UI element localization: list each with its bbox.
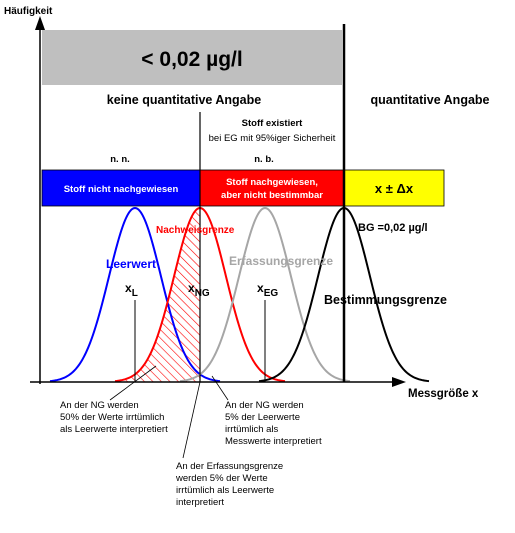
eg-curve (179, 206, 351, 383)
leerwert-label: Leerwert (106, 257, 156, 271)
note-eg-5-percent: An der Erfassungsgrenze werden 5% der We… (175, 461, 286, 508)
band-quantifiable-label: x ± Δx (375, 181, 414, 196)
x-axis-label: Messgröße x (408, 388, 479, 400)
note3-pointer (182, 381, 201, 459)
xng-marker: xNG (188, 281, 210, 299)
limit-banner (42, 30, 342, 85)
nn-label: n. n. (110, 154, 130, 165)
eg-label: Erfassungsgrenze (229, 254, 333, 268)
confidence-label: bei EG mit 95%iger Sicherheit (209, 133, 336, 144)
band-detected-label-1: Stoff nachgewiesen, (226, 177, 318, 188)
y-axis-label: Häufigkeit (4, 6, 53, 17)
note-ng-5-percent: An der NG werden 5% der Leerwerte irrtüm… (225, 400, 322, 447)
limit-banner-label: < 0,02 µg/l (141, 48, 242, 71)
xl-main: x (125, 281, 132, 295)
xeg-sub: EG (264, 288, 279, 299)
note1-pointer (109, 365, 157, 401)
substance-exists-label: Stoff existiert (242, 118, 304, 129)
note-ng-50-percent: An der NG werden 50% der Werte irrtümlic… (60, 400, 168, 435)
xeg-marker: xEG (257, 281, 278, 299)
band-not-detected-label: Stoff nicht nachgewiesen (64, 184, 179, 195)
note2-line: irrtümlich als (225, 424, 279, 435)
xl-marker: xL (125, 281, 138, 299)
note1-line: als Leerwerte interpretiert (60, 424, 168, 435)
quantitative-label: quantitative Angabe (371, 93, 490, 107)
xng-sub: NG (195, 288, 210, 299)
note3-line: interpretiert (176, 497, 224, 508)
note1-line: 50% der Werte irrtümlich (60, 412, 164, 423)
note2-line: An der NG werden (225, 400, 304, 411)
note3-line: werden 5% der Werte (175, 473, 268, 484)
y-axis-arrow-icon (35, 16, 45, 30)
bg-value-label: BG =0,02 µg/l (358, 222, 428, 234)
x-axis-arrow-icon (392, 377, 406, 387)
ng-hatched-area (120, 208, 200, 382)
no-quantitative-label: keine quantitative Angabe (107, 93, 261, 107)
note1-line: An der NG werden (60, 400, 139, 411)
note3-line: irrtümlich als Leerwerte (176, 485, 274, 496)
ng-label: Nachweisgrenze (156, 225, 235, 236)
band-not-detected (41, 169, 201, 207)
note2-line: 5% der Leerwerte (225, 412, 300, 423)
nb-label: n. b. (254, 154, 274, 165)
xl-sub: L (132, 288, 138, 299)
xng-main: x (188, 281, 195, 295)
xeg-main: x (257, 281, 264, 295)
band-quantifiable (343, 169, 445, 207)
note2-line: Messwerte interpretiert (225, 436, 322, 447)
note3-line: An der Erfassungsgrenze (176, 461, 283, 472)
leerwert-curve (49, 206, 221, 383)
note2-pointer (211, 375, 229, 401)
band-detected-label-2: aber nicht bestimmbar (221, 190, 323, 201)
band-detected-not-quantifiable (199, 169, 345, 207)
bg-label: Bestimmungsgrenze (324, 293, 447, 307)
